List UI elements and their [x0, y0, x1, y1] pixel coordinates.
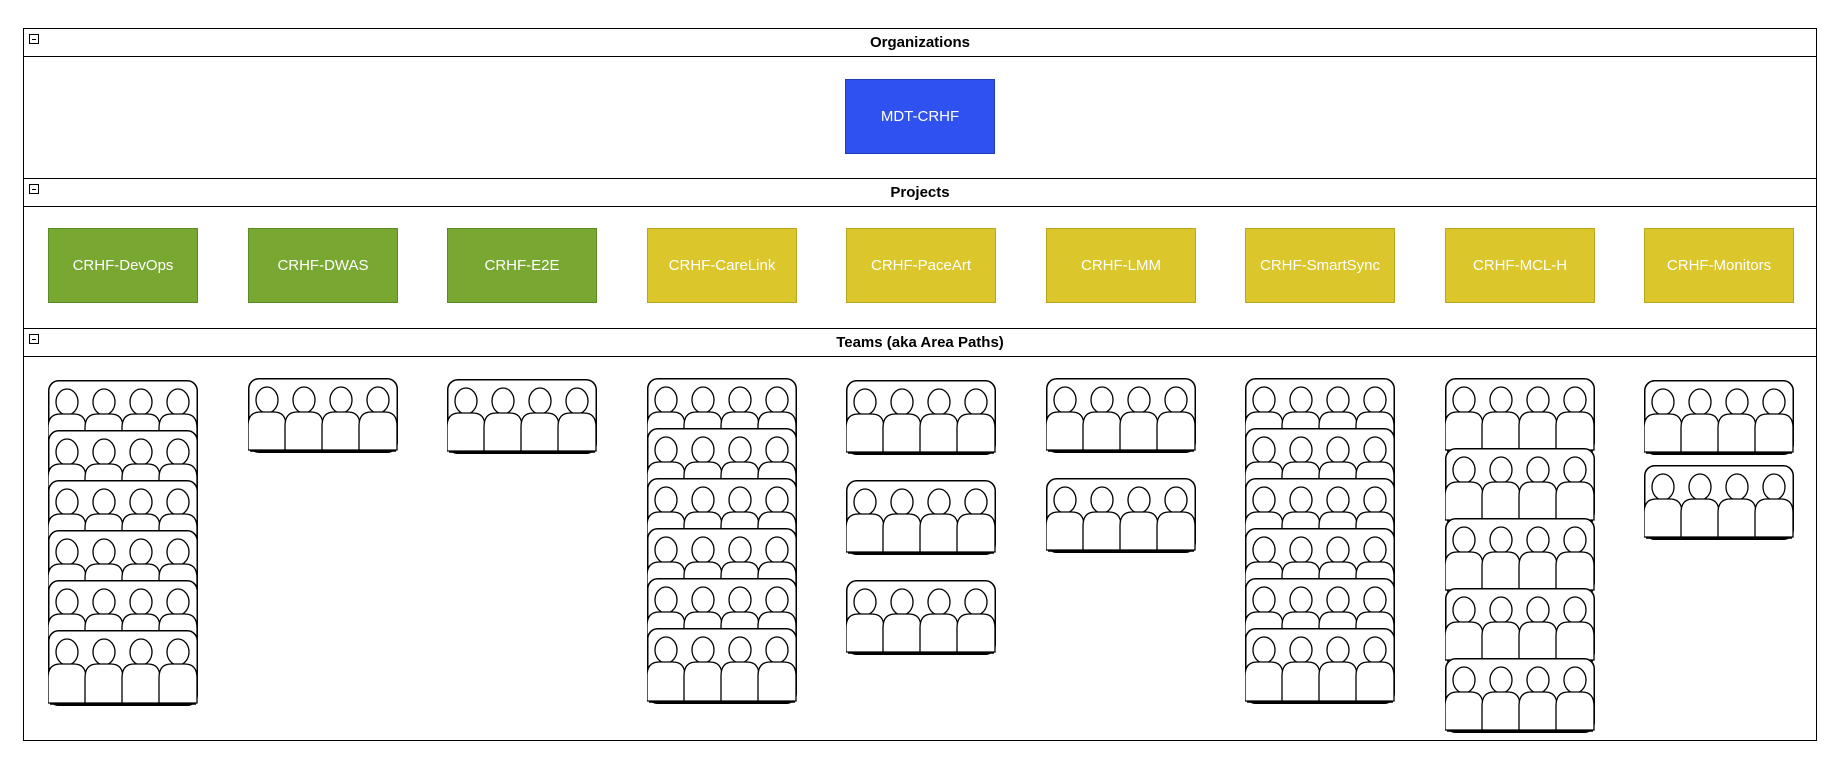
organizations-lane: Organizations MDT-CRHF	[23, 28, 1817, 179]
team-people-icon[interactable]	[846, 480, 996, 555]
team-people-icon[interactable]	[647, 628, 797, 704]
project-label: CRHF-CareLink	[668, 257, 776, 274]
teams-lane: Teams (aka Area Paths)	[23, 328, 1817, 741]
project-label: CRHF-E2E	[484, 257, 560, 274]
organization-label: MDT-CRHF	[880, 108, 960, 125]
team-people-icon[interactable]	[846, 580, 996, 655]
project-label: CRHF-LMM	[1081, 257, 1161, 274]
team-people-icon[interactable]	[1445, 448, 1595, 523]
team-people-icon[interactable]	[846, 380, 996, 455]
project-node[interactable]: CRHF-SmartSync	[1245, 228, 1395, 303]
organizations-lane-header: Organizations	[24, 29, 1816, 57]
team-people-icon[interactable]	[1245, 628, 1395, 704]
team-people-icon[interactable]	[1644, 380, 1794, 455]
project-node[interactable]: CRHF-MCL-H	[1445, 228, 1595, 303]
collapse-icon[interactable]	[29, 34, 39, 44]
projects-title: Projects	[890, 184, 950, 201]
collapse-icon[interactable]	[29, 184, 39, 194]
project-node[interactable]: CRHF-Monitors	[1644, 228, 1794, 303]
project-label: CRHF-MCL-H	[1472, 257, 1568, 274]
team-people-icon[interactable]	[1445, 518, 1595, 593]
project-node[interactable]: CRHF-DevOps	[48, 228, 198, 303]
project-node[interactable]: CRHF-E2E	[447, 228, 597, 303]
project-label: CRHF-DevOps	[72, 257, 174, 274]
organizations-title: Organizations	[869, 34, 970, 51]
projects-lane: Projects CRHF-DevOps CRHF-DWAS CRHF-E2E CRH…	[23, 178, 1817, 329]
project-node[interactable]: CRHF-LMM	[1046, 228, 1196, 303]
collapse-icon[interactable]	[29, 334, 39, 344]
team-people-icon[interactable]	[1445, 378, 1595, 453]
project-node[interactable]: CRHF-DWAS	[248, 228, 398, 303]
project-label: CRHF-DWAS	[277, 257, 369, 274]
project-label: CRHF-PaceArt	[870, 257, 971, 274]
team-people-icon[interactable]	[447, 379, 597, 454]
team-people-icon[interactable]	[1644, 465, 1794, 540]
projects-lane-header: Projects	[24, 179, 1816, 207]
team-people-icon[interactable]	[1046, 478, 1196, 553]
teams-title: Teams (aka Area Paths)	[836, 334, 1004, 351]
team-people-icon[interactable]	[248, 378, 398, 453]
project-node[interactable]: CRHF-CareLink	[647, 228, 797, 303]
team-people-icon[interactable]	[1046, 378, 1196, 453]
team-people-icon[interactable]	[1445, 658, 1595, 733]
project-node[interactable]: CRHF-PaceArt	[846, 228, 996, 303]
organization-node[interactable]: MDT-CRHF	[845, 79, 995, 154]
team-people-icon[interactable]	[48, 630, 198, 706]
teams-lane-header: Teams (aka Area Paths)	[24, 329, 1816, 357]
project-label: CRHF-Monitors	[1666, 257, 1772, 274]
team-people-icon[interactable]	[1445, 588, 1595, 663]
project-label: CRHF-SmartSync	[1259, 257, 1380, 274]
